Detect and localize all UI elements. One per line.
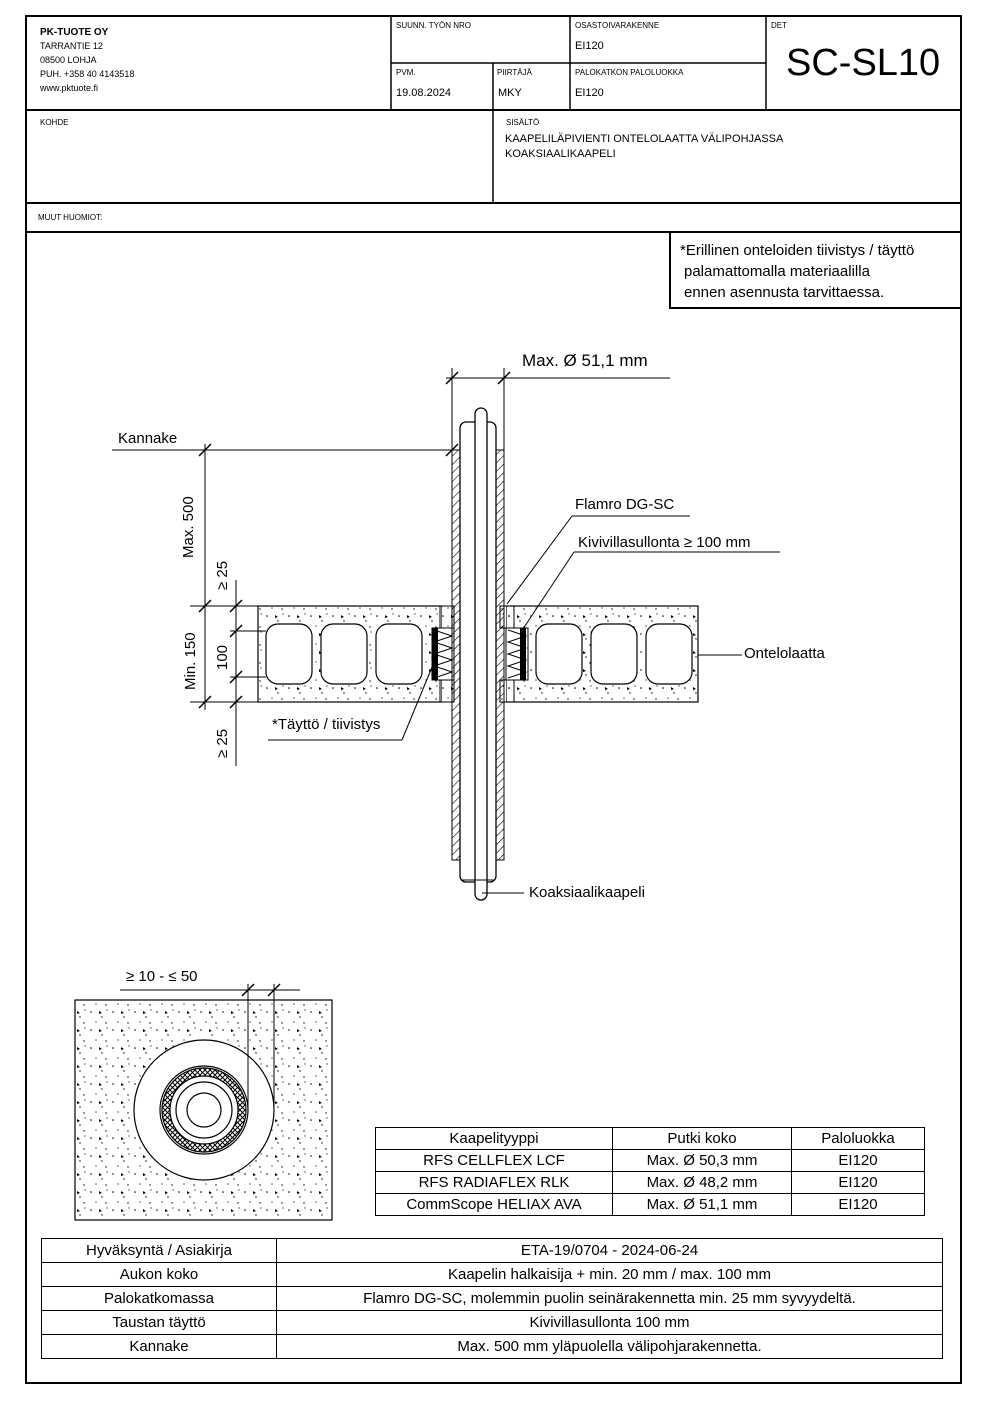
company-address-2: 08500 LOHJA	[40, 55, 97, 65]
component-label: OSASTOIVARAKENNE	[575, 21, 660, 30]
label-max-500-text: Max. 500	[180, 496, 197, 558]
table-row: Palokatkomassa Flamro DG-SC, molemmin pu…	[41, 1286, 943, 1311]
kohde-label: KOHDE	[40, 118, 69, 127]
component-value: EI120	[575, 40, 604, 52]
det-value: SC-SL10	[786, 42, 941, 84]
label-taytto: *Täyttö / tiivistys	[272, 716, 381, 733]
company-phone: PUH. +358 40 4143518	[40, 69, 135, 79]
label-kivivilla: Kivivillasullonta ≥ 100 mm	[578, 534, 751, 551]
date-label: PVM.	[396, 68, 416, 77]
cable-size-cell: Max. Ø 51,1 mm	[612, 1193, 792, 1216]
info-key-cell: Taustan täyttö	[41, 1310, 277, 1335]
cable-class-cell: EI120	[791, 1149, 925, 1172]
info-key-cell: Kannake	[41, 1334, 277, 1359]
cable-header-size: Putki koko	[612, 1127, 792, 1150]
notes-label: MUUT HUOMIOT:	[38, 213, 103, 222]
fire-class-label: PALOKATKON PALOLUOKKA	[575, 68, 684, 77]
table-row: RFS RADIAFLEX RLK Max. Ø 48,2 mm EI120	[375, 1171, 925, 1194]
cable-type-cell: RFS CELLFLEX LCF	[375, 1149, 613, 1172]
label-min-150: Min. 150	[182, 632, 199, 690]
cable-type-cell: RFS RADIAFLEX RLK	[375, 1171, 613, 1194]
cable-type-cell: CommScope HELIAX AVA	[375, 1193, 613, 1216]
table-row: Taustan täyttö Kivivillasullonta 100 mm	[41, 1310, 943, 1335]
drawer-value: MKY	[498, 87, 522, 99]
cable-class-cell: EI120	[791, 1193, 925, 1216]
content-line-2: KOAKSIAALIKAAPELI	[505, 148, 616, 160]
content-label: SISÄLTÖ	[506, 118, 540, 127]
label-ge25-bottom: ≥ 25	[214, 728, 231, 758]
company-name: PK-TUOTE OY	[40, 27, 109, 38]
table-row: Hyväksyntä / Asiakirja ETA-19/0704 - 202…	[41, 1238, 943, 1263]
info-key-cell: Aukon koko	[41, 1262, 277, 1287]
info-value-cell: Kaapelin halkaisija + min. 20 mm / max. …	[276, 1262, 943, 1287]
content-line-1: KAAPELILÄPIVIENTI ONTELOLAATTA VÄLIPOHJA…	[505, 133, 784, 145]
label-kannake: Kannake	[118, 430, 178, 447]
cable-class-cell: EI120	[791, 1171, 925, 1194]
note-line-2: palamattomalla materiaalilla	[684, 263, 870, 280]
info-key-cell: Palokatkomassa	[41, 1286, 277, 1311]
cable-header-class: Paloluokka	[791, 1127, 925, 1150]
label-max-diameter: Max. Ø 51,1 mm	[522, 351, 648, 370]
cable-table: Kaapelityyppi Putki koko Paloluokka RFS …	[375, 1127, 925, 1216]
info-table: Hyväksyntä / Asiakirja ETA-19/0704 - 202…	[41, 1238, 943, 1359]
table-row: CommScope HELIAX AVA Max. Ø 51,1 mm EI12…	[375, 1193, 925, 1216]
label-ge25-top: ≥ 25	[214, 560, 231, 590]
cable-table-header: Kaapelityyppi Putki koko Paloluokka	[375, 1127, 925, 1150]
table-row: Aukon koko Kaapelin halkaisija + min. 20…	[41, 1262, 943, 1287]
note-line-3: ennen asennusta tarvittaessa.	[684, 284, 885, 301]
cable-size-cell: Max. Ø 50,3 mm	[612, 1149, 792, 1172]
info-value-cell: Kivivillasullonta 100 mm	[276, 1310, 943, 1335]
info-value-cell: ETA-19/0704 - 2024-06-24	[276, 1238, 943, 1263]
work-no-label: SUUNN. TYÖN NRO	[396, 21, 471, 30]
label-gap-dim: ≥ 10 - ≤ 50	[126, 968, 198, 985]
label-koaksiaali: Koaksiaalikaapeli	[529, 884, 645, 901]
info-value-cell: Flamro DG-SC, molemmin puolin seinäraken…	[276, 1286, 943, 1311]
cable-header-type: Kaapelityyppi	[375, 1127, 613, 1150]
table-row: Kannake Max. 500 mm yläpuolella välipohj…	[41, 1334, 943, 1359]
date-value: 19.08.2024	[396, 87, 452, 99]
note-line-1: *Erillinen onteloiden tiivistys / täyttö	[680, 242, 915, 259]
label-100: 100	[214, 644, 231, 670]
label-flamro: Flamro DG-SC	[575, 496, 675, 513]
drawer-label: PIIRTÄJÄ	[497, 68, 532, 77]
det-label: DET	[771, 21, 787, 30]
label-ontelolaatta: Ontelolaatta	[744, 645, 825, 662]
info-value-cell: Max. 500 mm yläpuolella välipohjarakenne…	[276, 1334, 943, 1359]
table-row: RFS CELLFLEX LCF Max. Ø 50,3 mm EI120	[375, 1149, 925, 1172]
company-web: www.pktuote.fi	[40, 83, 99, 93]
fire-class-value: EI120	[575, 87, 604, 99]
company-address-1: TARRANTIE 12	[40, 41, 103, 51]
info-key-cell: Hyväksyntä / Asiakirja	[41, 1238, 277, 1263]
cable-size-cell: Max. Ø 48,2 mm	[612, 1171, 792, 1194]
